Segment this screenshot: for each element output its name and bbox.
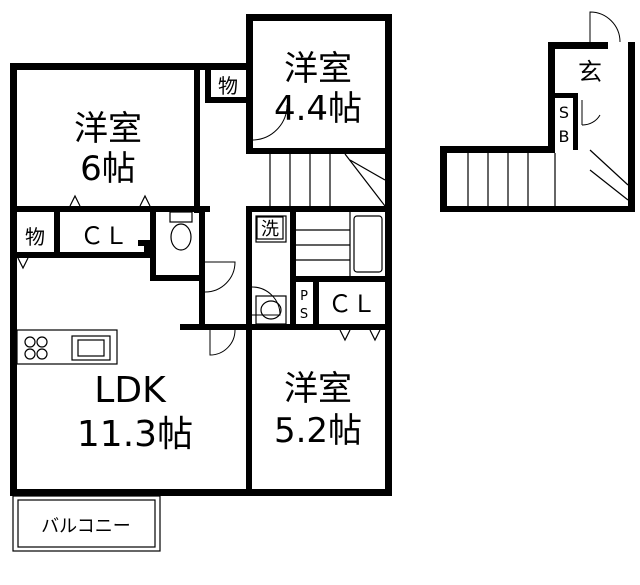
door-marker [369, 329, 381, 342]
wall [290, 212, 296, 282]
wall [246, 14, 392, 21]
wall [10, 63, 17, 496]
wall [180, 324, 250, 330]
staircase [269, 153, 386, 207]
wall [10, 63, 250, 70]
wall [246, 14, 253, 154]
balcony-inner [17, 499, 156, 548]
door [209, 329, 236, 356]
wash-label-box [256, 216, 284, 240]
room-name-western-44: 洋室 [284, 49, 352, 89]
room-name-western-6: 洋室 [74, 109, 142, 149]
ps-label-bottom: S [300, 307, 308, 322]
wall [138, 240, 150, 246]
wall [54, 206, 60, 258]
wall [246, 206, 392, 212]
wall [548, 42, 608, 49]
sb-label-bottom: B [559, 127, 570, 146]
wall [290, 276, 296, 330]
room-size-western-52: 5.2帖 [274, 411, 362, 451]
wall [313, 276, 319, 330]
wall [10, 252, 150, 258]
toilet [169, 211, 193, 251]
door [581, 100, 601, 126]
door [251, 104, 288, 141]
room-name-ldk: LDK [94, 370, 167, 411]
wall [205, 63, 211, 103]
wall [440, 206, 635, 212]
wall [246, 148, 392, 154]
room-name-western-52: 洋室 [284, 369, 352, 409]
closet-label-left: ＣＬ [80, 222, 128, 250]
room-size-western-44: 4.4帖 [274, 89, 362, 129]
wall [10, 489, 392, 496]
door [204, 261, 236, 293]
storage-label-left: 物 [25, 225, 45, 249]
room-size-ldk: 11.3帖 [77, 414, 193, 455]
wall [440, 146, 555, 153]
door-marker [339, 329, 351, 342]
entrance-label: 玄 [578, 58, 602, 86]
wall [246, 324, 392, 330]
bathtub [353, 215, 383, 273]
wall [194, 63, 200, 213]
ps-label-top: P [300, 289, 308, 304]
window [270, 489, 360, 496]
door-marker [17, 257, 29, 270]
wall [150, 206, 156, 281]
wall [199, 206, 205, 281]
wall [385, 14, 392, 496]
wall [10, 206, 210, 212]
wall [205, 97, 250, 103]
closet-label-right: ＣＬ [328, 290, 376, 318]
window [10, 100, 17, 180]
window [270, 14, 360, 21]
sb-label-top: S [559, 103, 569, 122]
washer-space [255, 215, 287, 243]
wall [144, 240, 150, 258]
wall [573, 93, 578, 150]
door-marker [139, 194, 151, 207]
wall [628, 42, 635, 212]
window [45, 489, 200, 496]
kitchen-counter [16, 329, 118, 365]
wash-label: 洗 [261, 219, 279, 240]
staircase [296, 212, 351, 276]
balcony-label: バルコニー [41, 516, 131, 537]
wall [150, 275, 205, 281]
window [75, 63, 165, 70]
washbasin [255, 295, 287, 325]
room-size-western-6: 6帖 [80, 149, 136, 189]
wall [548, 93, 578, 98]
wall [199, 275, 205, 330]
wall [290, 276, 390, 282]
balcony [12, 495, 161, 552]
staircase [467, 149, 629, 206]
door-marker [69, 194, 81, 207]
storage-label-top: 物 [218, 74, 238, 98]
wall [246, 206, 252, 496]
wall [440, 146, 447, 212]
door [251, 286, 281, 316]
entrance-door [589, 11, 621, 43]
